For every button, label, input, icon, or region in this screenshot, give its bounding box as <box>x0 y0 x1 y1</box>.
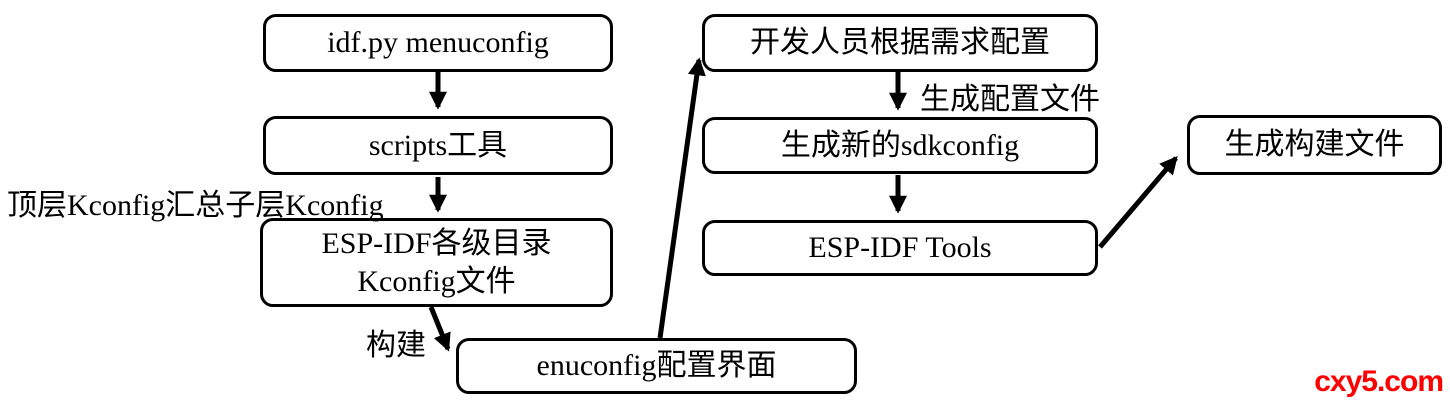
label-build: 构建 <box>366 329 426 362</box>
watermark-cxy5: cxy5.com <box>1314 365 1444 398</box>
arrow-tools-to-buildfiles <box>1098 155 1178 249</box>
arrow-ui-to-developer <box>657 57 706 339</box>
box-build-files: 生成构建文件 <box>1187 115 1442 175</box>
box-new-sdkconfig: 生成新的sdkconfig <box>702 117 1098 174</box>
label-generate-config-file: 生成配置文件 <box>920 83 1100 116</box>
box-esp-idf-kconfig-files: ESP-IDF各级目录 Kconfig文件 <box>260 218 613 307</box>
box-idf-py-menuconfig: idf.py menuconfig <box>263 14 613 72</box>
arrow-kconfig-to-menuconfig-ui <box>428 306 451 352</box>
box-developer-config: 开发人员根据需求配置 <box>702 14 1098 72</box>
box-menuconfig-ui: enuconfig配置界面 <box>456 338 857 394</box>
label-top-level-kconfig: 顶层Kconfig汇总子层Kconfig <box>7 189 384 222</box>
box-esp-idf-tools: ESP-IDF Tools <box>702 220 1098 276</box>
box-scripts-tool: scripts工具 <box>263 116 613 175</box>
